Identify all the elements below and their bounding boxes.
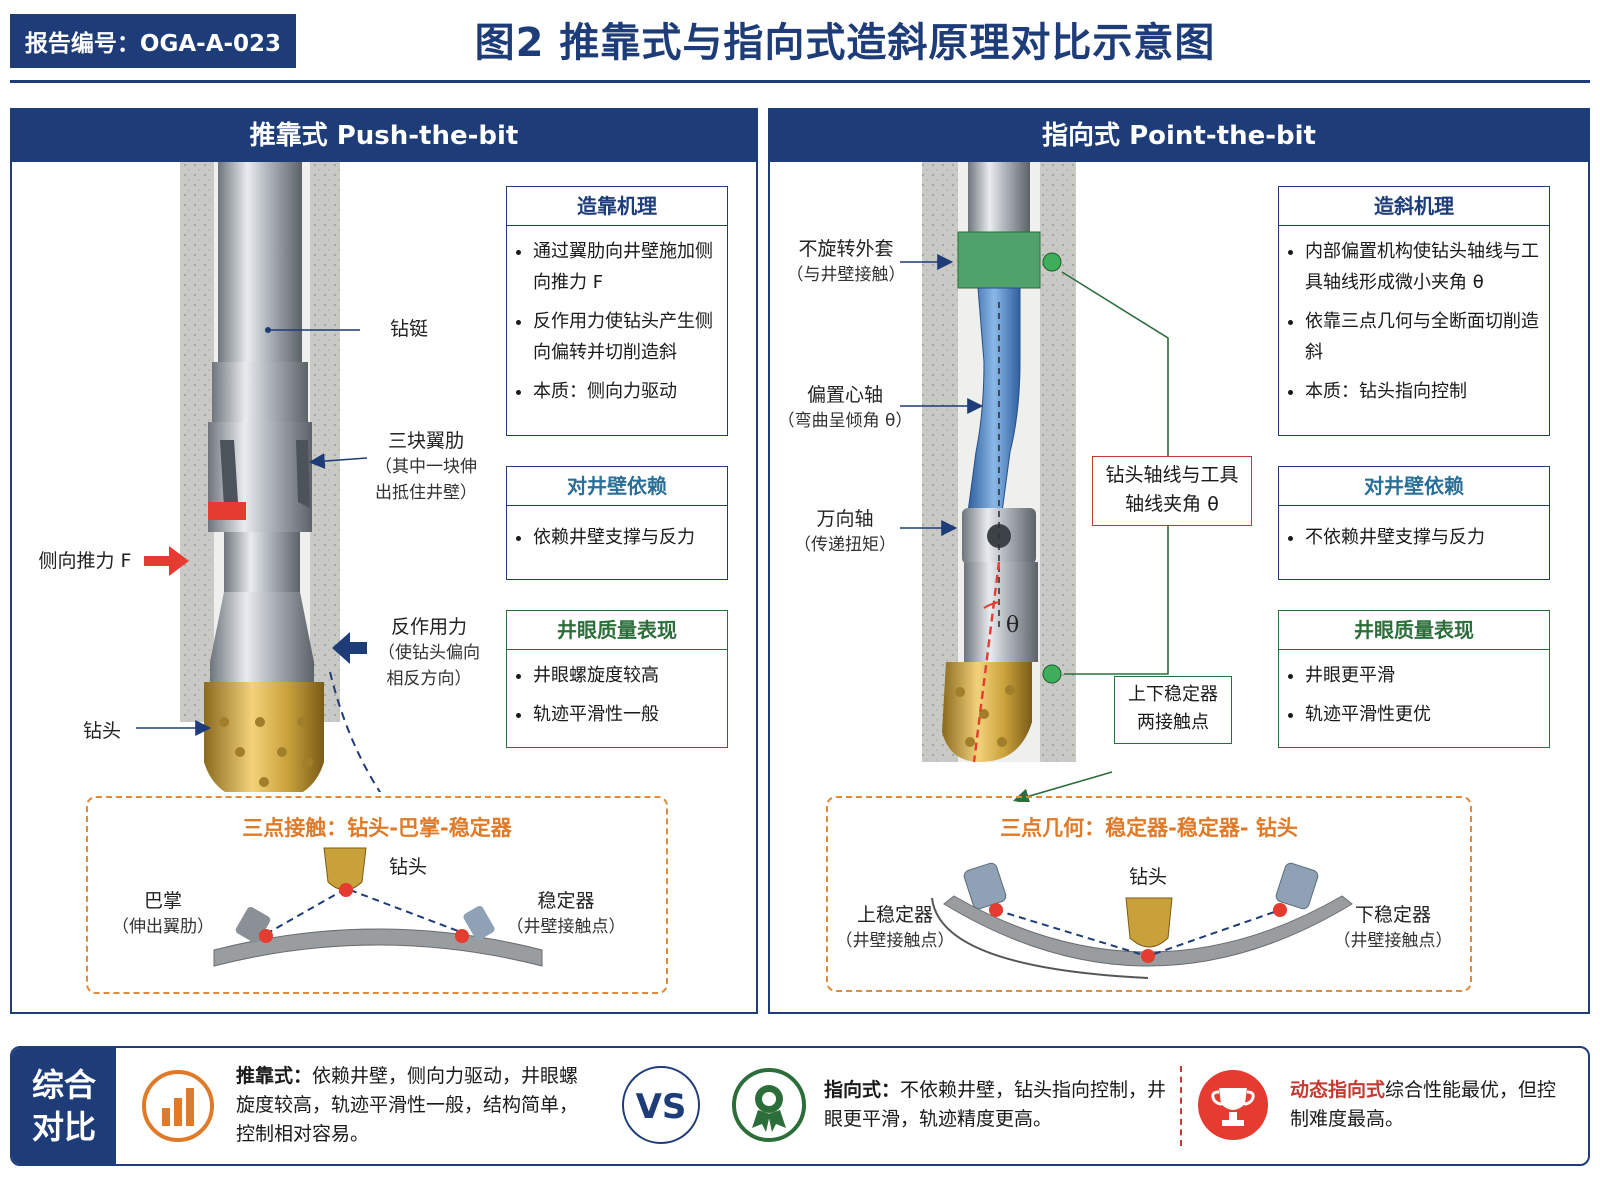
push-contact-diagram bbox=[213, 847, 543, 967]
contact-point-bit bbox=[339, 883, 353, 897]
point-geometry-title: 三点几何：稳定器-稳定器- 钻头 bbox=[1000, 816, 1298, 840]
contact-point-stabilizer bbox=[455, 929, 469, 943]
stabilizers-callout: 上下稳定器两接触点 bbox=[1114, 676, 1232, 744]
point-panel: 指向式 Point-the-bit bbox=[768, 108, 1590, 1014]
pad-left bbox=[220, 440, 238, 508]
push-contact-box: 三点接触：钻头-巴掌-稳定器 钻头 巴掌 （伸出翼肋） 稳定器 （井壁接触点） bbox=[86, 796, 668, 994]
summary-label: 综合 对比 bbox=[12, 1048, 116, 1164]
contact-point-pad bbox=[259, 929, 273, 943]
point-mechanism-box: 造斜机理 内部偏置机构使钻头轴线与工具轴线形成微小夹角 θ 依靠三点几何与全断面… bbox=[1278, 186, 1550, 436]
contact-label-pad: 巴掌 （伸出翼肋） bbox=[112, 890, 214, 937]
geometry-bit-figure bbox=[1125, 897, 1173, 948]
contact-label-stabilizer: 稳定器 （井壁接触点） bbox=[506, 890, 626, 937]
lower-stabilizer-figure bbox=[1275, 862, 1319, 910]
point-geometry-box: 三点几何：稳定器-稳定器- 钻头 钻头 上稳定器 （井壁接触点） 下稳定器 （井… bbox=[826, 796, 1472, 992]
report-id-badge: 报告编号：OGA-A-023 bbox=[10, 14, 296, 68]
axis-angle-callout: 钻头轴线与工具轴线夹角 θ bbox=[1092, 456, 1252, 526]
push-wall-title: 对井壁依赖 bbox=[507, 467, 727, 506]
label-side-force: 侧向推力 F bbox=[38, 550, 132, 572]
upper-contact-point bbox=[1042, 252, 1062, 272]
stabilizer-figure bbox=[463, 905, 495, 941]
vs-badge: VS bbox=[622, 1066, 700, 1144]
point-mechanism-title: 造斜机理 bbox=[1279, 187, 1549, 226]
push-mechanism-item: 反作用力使钻头产生侧向偏转并切削造斜 bbox=[533, 306, 717, 368]
push-mechanism-item: 本质：侧向力驱动 bbox=[533, 376, 717, 407]
summary-point-text: 指向式：不依赖井壁，钻头指向控制，井眼更平滑，轨迹精度更高。 bbox=[824, 1079, 1167, 1130]
bit-axis-line bbox=[972, 561, 1001, 763]
push-quality-item: 轨迹平滑性一般 bbox=[533, 699, 717, 730]
push-quality-box: 井眼质量表现 井眼螺旋度较高 轨迹平滑性一般 bbox=[506, 610, 728, 748]
push-drill-bit bbox=[204, 682, 324, 792]
push-quality-item: 井眼螺旋度较高 bbox=[533, 660, 717, 691]
summary-dynamic-text: 动态指向式综合性能最优，但控制难度最高。 bbox=[1290, 1079, 1557, 1130]
geometry-label-upper: 上稳定器 （井壁接触点） bbox=[835, 904, 955, 951]
side-force-arrow bbox=[144, 546, 189, 576]
theta-angle-label: θ bbox=[1006, 613, 1019, 638]
push-quality-title: 井眼质量表现 bbox=[507, 611, 727, 650]
label-reaction-force: 反作用力 （使钻头偏向相反方向） bbox=[378, 616, 480, 689]
point-mechanism-item: 依靠三点几何与全断面切削造斜 bbox=[1305, 306, 1539, 368]
point-geometry-diagram bbox=[931, 862, 1353, 979]
geometry-point-lower bbox=[1273, 903, 1287, 917]
push-panel-title: 推靠式 Push-the-bit bbox=[12, 110, 756, 162]
point-mechanism-item: 本质：钻头指向控制 bbox=[1305, 376, 1539, 407]
geometry-label-bit: 钻头 bbox=[1128, 866, 1167, 888]
summary-push-text: 推靠式：依赖井壁，侧向力驱动，井眼螺旋度较高，轨迹平滑性一般，结构简单，控制相对… bbox=[236, 1065, 579, 1145]
point-wall-title: 对井壁依赖 bbox=[1279, 467, 1549, 506]
label-sleeve: 不旋转外套 （与井壁接触） bbox=[786, 238, 906, 285]
label-universal-joint: 万向轴 （传递扭矩） bbox=[794, 508, 896, 555]
pad-right bbox=[296, 440, 310, 508]
point-quality-box: 井眼质量表现 井眼更平滑 轨迹平滑性更优 bbox=[1278, 610, 1550, 748]
summary-divider bbox=[1180, 1066, 1183, 1146]
trophy-icon bbox=[1198, 1070, 1268, 1140]
point-quality-item: 轨迹平滑性更优 bbox=[1305, 699, 1539, 730]
borehole-wall-right bbox=[310, 162, 340, 722]
page-title: 图2 推靠式与指向式造斜原理对比示意图 bbox=[474, 20, 1216, 66]
push-mechanism-title: 造靠机理 bbox=[507, 187, 727, 226]
label-offset-shaft: 偏置心轴 （弯曲呈倾角 θ） bbox=[777, 384, 913, 431]
contact-label-bit: 钻头 bbox=[388, 856, 427, 878]
label-pads: 三块翼肋 （其中一块伸出抵住井壁） bbox=[375, 430, 477, 503]
push-tool-illustration bbox=[136, 162, 382, 792]
summary-bar: 综合 对比 推靠式：依赖井壁，侧向力驱动，井眼螺旋度较高，轨迹平滑性一般，结构简… bbox=[10, 1046, 1590, 1166]
push-mechanism-box: 造靠机理 通过翼肋向井壁施加侧向推力 F 反作用力使钻头产生侧向偏转并切削造斜 … bbox=[506, 186, 728, 436]
extended-pad bbox=[208, 502, 246, 520]
title-divider bbox=[10, 80, 1590, 83]
geometry-point-bit bbox=[1141, 949, 1155, 963]
push-wall-box: 对井壁依赖 依赖井壁支撑与反力 bbox=[506, 466, 728, 580]
point-mechanism-item: 内部偏置机构使钻头轴线与工具轴线形成微小夹角 θ bbox=[1305, 236, 1539, 298]
lower-contact-point bbox=[1042, 664, 1062, 684]
point-tool-illustration: θ bbox=[900, 162, 1169, 802]
reaction-force-arrow bbox=[332, 632, 367, 664]
point-panel-title: 指向式 Point-the-bit bbox=[770, 110, 1588, 162]
non-rotating-sleeve bbox=[957, 231, 1041, 289]
geometry-point-upper bbox=[989, 903, 1003, 917]
point-wall-item: 不依赖井壁支撑与反力 bbox=[1305, 522, 1539, 553]
award-ribbon-icon bbox=[732, 1068, 806, 1142]
geometry-label-lower: 下稳定器 （井壁接触点） bbox=[1333, 904, 1453, 951]
upper-stabilizer-figure bbox=[963, 862, 1007, 910]
label-drill-collar: 钻铤 bbox=[389, 318, 428, 340]
point-quality-title: 井眼质量表现 bbox=[1279, 611, 1549, 650]
bar-chart-icon bbox=[142, 1070, 214, 1142]
point-wall-box: 对井壁依赖 不依赖井壁支撑与反力 bbox=[1278, 466, 1550, 580]
label-push-bit: 钻头 bbox=[82, 720, 121, 742]
push-wall-item: 依赖井壁支撑与反力 bbox=[533, 522, 717, 553]
push-contact-title: 三点接触：钻头-巴掌-稳定器 bbox=[242, 816, 512, 840]
push-panel: 推靠式 Push-the-bit bbox=[10, 108, 758, 1014]
push-mechanism-item: 通过翼肋向井壁施加侧向推力 F bbox=[533, 236, 717, 298]
drill-collar bbox=[218, 162, 302, 362]
point-quality-item: 井眼更平滑 bbox=[1305, 660, 1539, 691]
